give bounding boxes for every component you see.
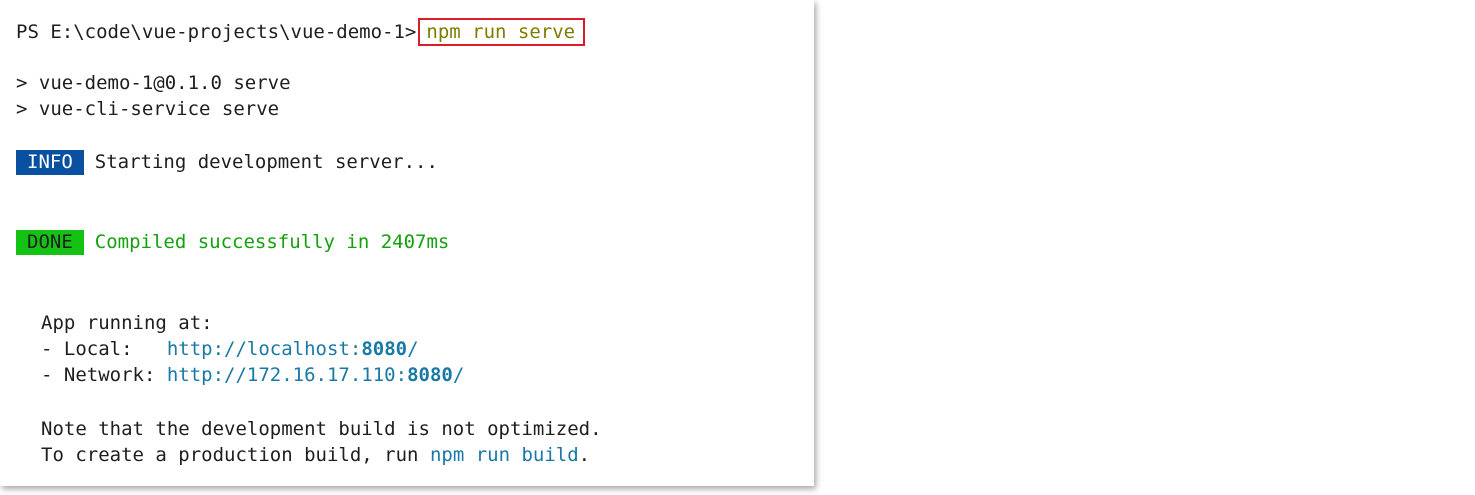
local-url-suffix: / bbox=[407, 338, 419, 360]
terminal-window[interactable]: PS E:\code\vue-projects\vue-demo-1>npm r… bbox=[0, 0, 814, 486]
script-line-1: > vue-demo-1@0.1.0 serve bbox=[16, 72, 291, 94]
prompt-line: PS E:\code\vue-projects\vue-demo-1>npm r… bbox=[16, 18, 586, 46]
note-line-1: Note that the development build is not o… bbox=[41, 418, 602, 440]
app-running-heading: App running at: bbox=[41, 312, 213, 334]
script-line-2: > vue-cli-service serve bbox=[16, 98, 280, 120]
network-label: - Network: bbox=[41, 364, 167, 386]
network-url-link[interactable]: http://172.16.17.110:8080/ bbox=[167, 364, 464, 386]
local-url-prefix: http://localhost: bbox=[166, 338, 362, 360]
network-url-suffix: / bbox=[452, 364, 465, 386]
network-url-prefix: http://172.16.17.110: bbox=[166, 364, 408, 386]
done-message: Compiled successfully in 2407ms bbox=[94, 231, 450, 253]
note-line-2-suffix: . bbox=[578, 444, 591, 466]
info-message: Starting development server... bbox=[94, 151, 438, 173]
done-badge: DONE bbox=[16, 230, 84, 255]
info-line: INFO Starting development server... bbox=[16, 149, 438, 175]
network-url-port: 8080 bbox=[407, 364, 453, 386]
local-label: - Local: bbox=[41, 338, 167, 360]
note-line-2: To create a production build, run npm ru… bbox=[41, 442, 590, 468]
local-url-line: - Local: http://localhost:8080/ bbox=[41, 336, 419, 362]
info-badge: INFO bbox=[16, 150, 84, 175]
local-url-link[interactable]: http://localhost:8080/ bbox=[167, 338, 419, 360]
highlighted-command: npm run serve bbox=[418, 18, 586, 46]
done-line: DONE Compiled successfully in 2407ms bbox=[16, 229, 449, 255]
note-line-2-prefix: To create a production build, run bbox=[41, 444, 430, 466]
local-url-port: 8080 bbox=[361, 338, 408, 360]
build-command: npm run build bbox=[429, 444, 579, 466]
network-url-line: - Network: http://172.16.17.110:8080/ bbox=[41, 362, 464, 388]
prompt-path: PS E:\code\vue-projects\vue-demo-1> bbox=[16, 21, 417, 43]
